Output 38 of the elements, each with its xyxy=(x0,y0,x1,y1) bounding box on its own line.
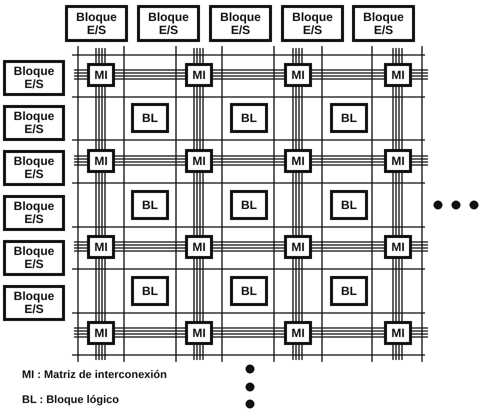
logic-block: BL xyxy=(230,190,268,220)
io-block: Bloque E/S xyxy=(281,5,344,42)
io-block: Bloque E/S xyxy=(65,5,128,42)
interconnect-matrix-box: MI xyxy=(284,235,312,259)
interconnect-matrix-box: MI xyxy=(384,321,412,345)
logic-block: BL xyxy=(230,103,268,133)
interconnect-matrix-box: MI xyxy=(87,235,115,259)
logic-block: BL xyxy=(230,276,268,306)
io-block: Bloque E/S xyxy=(3,240,65,276)
io-block: Bloque E/S xyxy=(3,285,65,321)
io-block: Bloque E/S xyxy=(3,105,65,141)
interconnect-matrix-box: MI xyxy=(87,63,115,87)
logic-block: BL xyxy=(330,190,368,220)
interconnect-matrix-box: MI xyxy=(185,63,213,87)
logic-block: BL xyxy=(330,276,368,306)
interconnect-matrix-box: MI xyxy=(185,149,213,173)
io-block: Bloque E/S xyxy=(209,5,272,42)
io-block: Bloque E/S xyxy=(3,60,65,96)
interconnect-matrix-box: MI xyxy=(87,149,115,173)
interconnect-matrix-box: MI xyxy=(284,63,312,87)
interconnect-matrix-box: MI xyxy=(384,149,412,173)
interconnect-matrix-box: MI xyxy=(87,321,115,345)
logic-block: BL xyxy=(330,103,368,133)
interconnect-matrix-box: MI xyxy=(185,235,213,259)
logic-block: BL xyxy=(131,276,169,306)
legend-note: MI : Matriz de interconexión xyxy=(22,369,167,381)
io-block: Bloque E/S xyxy=(3,195,65,231)
logic-block: BL xyxy=(131,190,169,220)
interconnect-matrix-box: MI xyxy=(384,235,412,259)
interconnect-matrix-box: MI xyxy=(185,321,213,345)
interconnect-matrix-box: MI xyxy=(284,321,312,345)
interconnect-matrix-box: MI xyxy=(384,63,412,87)
io-block: Bloque E/S xyxy=(137,5,200,42)
io-block: Bloque E/S xyxy=(352,5,415,42)
logic-block: BL xyxy=(131,103,169,133)
io-block: Bloque E/S xyxy=(3,150,65,186)
legend-note: BL : Bloque lógico xyxy=(22,394,119,406)
interconnect-matrix-box: MI xyxy=(284,149,312,173)
